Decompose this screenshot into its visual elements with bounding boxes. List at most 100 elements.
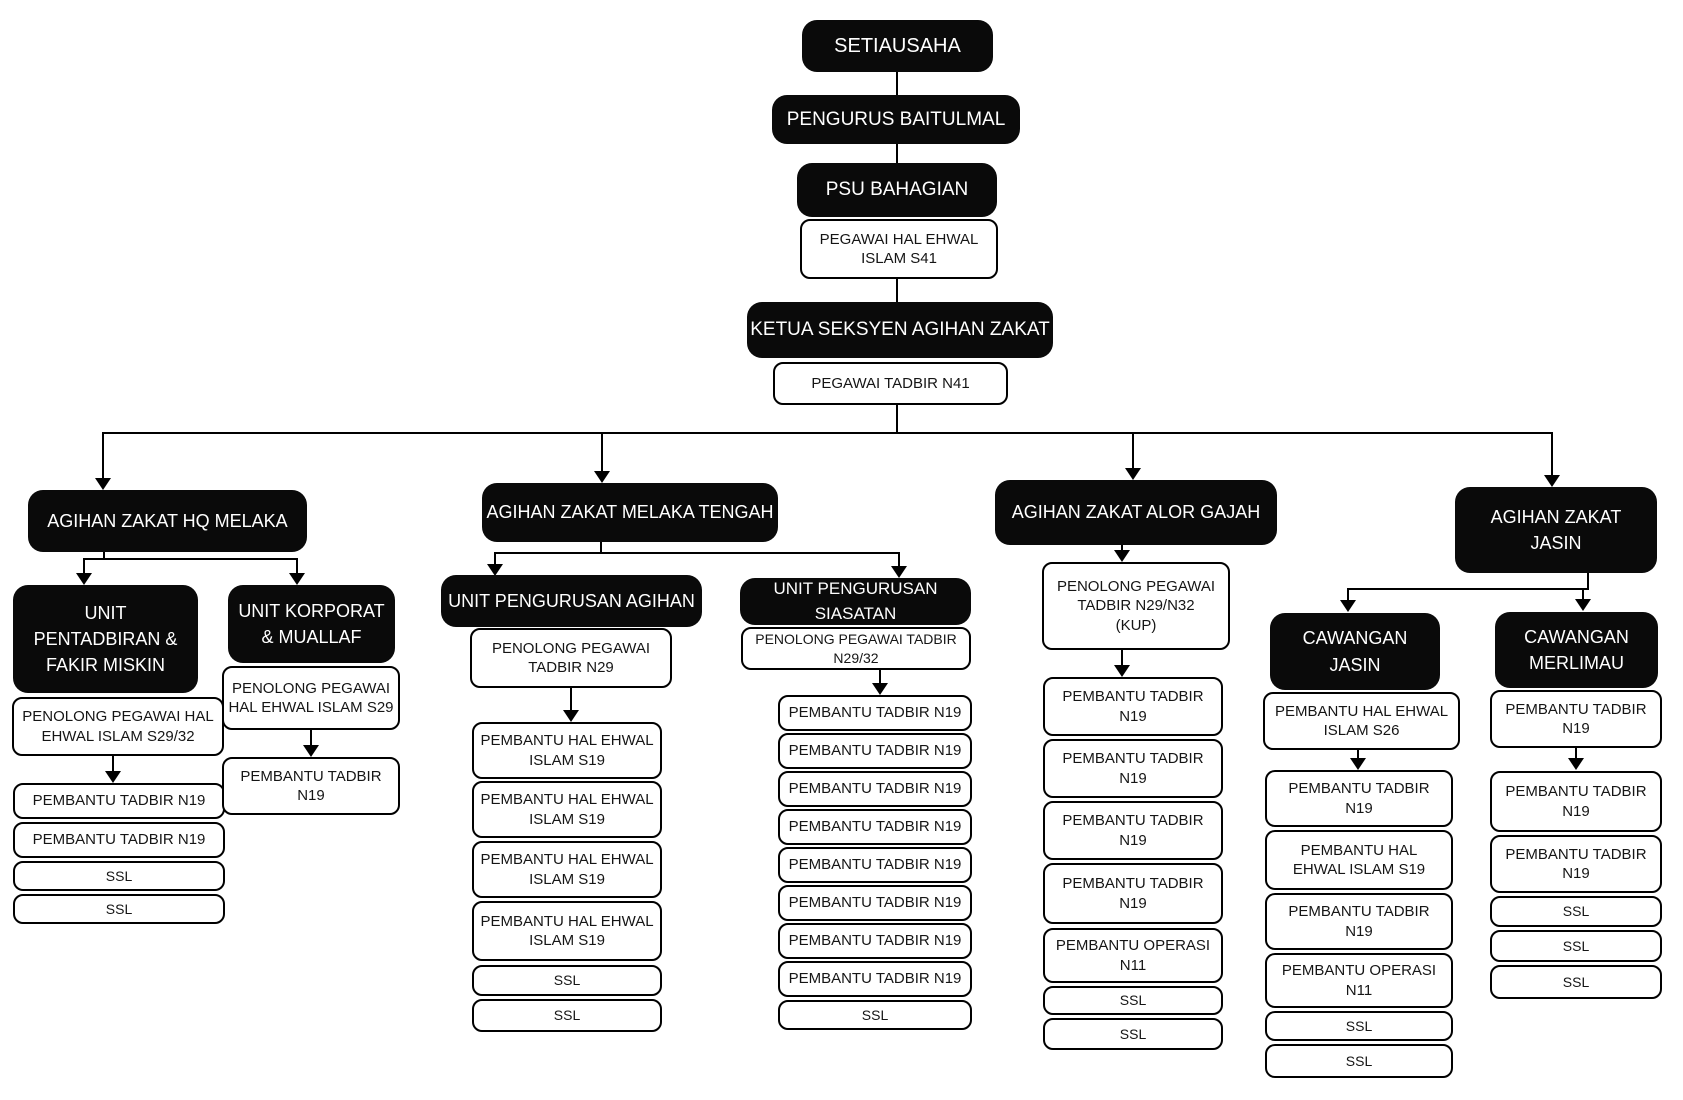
connector-line [879,670,881,684]
org-node-agihan-ssl-1: SSL [472,965,662,996]
org-node-unit-pengurusan-agihan: UNIT PENGURUSAN AGIHAN [441,575,702,627]
org-node-label: PEMBANTU TADBIR N19 [240,767,382,805]
org-node-label: PENOLONG PEGAWAI TADBIR N29/N32 (KUP) [1056,577,1216,634]
org-node-unit-pengurusan-siasatan: UNIT PENGURUSAN SIASATAN [740,578,971,625]
arrowhead-down-icon [105,771,121,783]
org-node-label: PEMBANTU TADBIR N19 [788,856,962,874]
org-node-label: PEMBANTU TADBIR N19 [1062,812,1204,849]
connector-line [103,552,105,560]
arrowhead-down-icon [95,478,111,490]
arrowhead-down-icon [594,471,610,483]
org-node-siasatan-n19-5: PEMBANTU TADBIR N19 [778,847,972,883]
org-node-label: SSL [1562,937,1590,954]
org-node-label: SSL [1562,973,1590,990]
org-node-alor-operasi-n11: PEMBANTU OPERASI N11 [1043,928,1223,983]
connector-line [310,730,312,746]
org-node-alor-n19-4: PEMBANTU TADBIR N19 [1043,863,1223,924]
connector-line [896,405,898,433]
org-node-label: PEMBANTU TADBIR N19 [1288,780,1430,817]
org-node-pengurus-baitulmal: PENGURUS BAITULMAL [772,95,1020,144]
org-node-label: SETIAUSAHA [834,34,961,57]
org-node-label: PEMBANTU TADBIR N19 [1062,688,1204,725]
org-node-siasatan-n19-1: PEMBANTU TADBIR N19 [778,695,972,731]
org-node-cmerlimau-ssl-1: SSL [1490,896,1662,927]
org-node-label: PEMBANTU TADBIR N19 [788,970,962,988]
connector-line [1587,573,1589,590]
org-node-siasatan-n19-7: PEMBANTU TADBIR N19 [778,923,972,959]
org-node-cmerlimau-n19-1: PEMBANTU TADBIR N19 [1490,690,1662,748]
org-node-ketua-seksyen-agihan-zakat: KETUA SEKSYEN AGIHAN ZAKAT [747,302,1053,358]
org-node-label: PEMBANTU TADBIR N19 [788,704,962,722]
org-node-label: PEMBANTU HAL EHWAL ISLAM S19 [480,912,654,950]
connector-line [494,552,496,565]
org-node-cawangan-merlimau: CAWANGAN MERLIMAU [1495,612,1658,688]
connector-line [494,552,900,554]
arrowhead-down-icon [303,745,319,757]
org-node-cjasin-ssl-2: SSL [1265,1044,1453,1078]
org-node-label: SSL [1345,1017,1373,1034]
org-node-cmerlimau-n19-2: PEMBANTU TADBIR N19 [1490,771,1662,832]
org-node-label: PEMBANTU OPERASI N11 [1281,962,1437,999]
arrowhead-down-icon [1544,475,1560,487]
org-node-label: SSL [105,867,133,884]
connector-line [896,144,898,164]
arrowhead-down-icon [872,683,888,695]
org-node-cjasin-ssl-1: SSL [1265,1011,1453,1041]
org-node-label: PENOLONG PEGAWAI HAL EHWAL ISLAM S29 [228,679,394,717]
org-node-alor-n19-3: PEMBANTU TADBIR N19 [1043,801,1223,860]
arrowhead-down-icon [1575,599,1591,611]
org-node-label: SSL [1345,1052,1373,1069]
org-node-cmerlimau-n19-3: PEMBANTU TADBIR N19 [1490,835,1662,893]
org-node-label: PEMBANTU TADBIR N19 [788,742,962,760]
arrowhead-down-icon [1568,758,1584,770]
connector-line [570,688,572,711]
connector-line [1575,748,1577,759]
org-node-label: PEMBANTU TADBIR N19 [1062,750,1204,787]
org-node-label: AGIHAN ZAKAT JASIN [1490,506,1622,553]
org-node-pentadbiran-n19-2: PEMBANTU TADBIR N19 [13,822,225,858]
org-node-label: PEMBANTU HAL EHWAL ISLAM S19 [480,851,654,888]
org-node-label: SSL [553,1007,581,1024]
org-node-cjasin-n19-1: PEMBANTU TADBIR N19 [1265,770,1453,827]
org-node-label: PEMBANTU TADBIR N19 [32,792,206,810]
connector-line [898,552,900,567]
org-node-cjasin-s26: PEMBANTU HAL EHWAL ISLAM S26 [1263,692,1460,750]
org-node-label: PEMBANTU TADBIR N19 [1062,875,1204,912]
connector-line [103,432,1553,434]
arrowhead-down-icon [1114,550,1130,562]
org-node-label: PEMBANTU TADBIR N19 [788,818,962,836]
connector-line [601,432,603,472]
org-node-label: PENGURUS BAITULMAL [786,108,1006,130]
org-node-label: PSU BAHAGIAN [825,179,969,201]
connector-line [102,432,104,479]
org-node-label: AGIHAN ZAKAT ALOR GAJAH [1011,502,1261,523]
org-node-label: PENOLONG PEGAWAI TADBIR N29/32 [755,631,957,666]
org-node-label: UNIT PENGURUSAN SIASATAN [773,578,938,623]
org-node-agihan-s19-4: PEMBANTU HAL EHWAL ISLAM S19 [472,901,662,961]
org-node-label: UNIT PENTADBIRAN & FAKIR MISKIN [33,602,178,676]
org-node-label: PEGAWAI TADBIR N41 [811,374,970,392]
org-node-label: PEMBANTU HAL EHWAL ISLAM S19 [480,732,654,769]
org-node-agihan-zakat-jasin: AGIHAN ZAKAT JASIN [1455,487,1657,573]
org-node-agihan-s19-3: PEMBANTU HAL EHWAL ISLAM S19 [472,841,662,898]
org-node-unit-pentadbiran-fakir-miskin: UNIT PENTADBIRAN & FAKIR MISKIN [13,585,198,693]
org-node-label: SSL [553,972,581,989]
org-node-label: SSL [1119,992,1147,1009]
org-node-korporat-n19: PEMBANTU TADBIR N19 [222,757,400,815]
org-node-cjasin-operasi-n11: PEMBANTU OPERASI N11 [1265,953,1453,1008]
org-node-cawangan-jasin: CAWANGAN JASIN [1270,613,1440,690]
connector-line [112,756,114,772]
arrowhead-down-icon [563,710,579,722]
org-node-label: PENOLONG PEGAWAI HAL EHWAL ISLAM S29/32 [22,708,214,745]
connector-line [896,72,898,96]
arrowhead-down-icon [1340,600,1356,612]
org-node-agihan-zakat-melaka-tengah: AGIHAN ZAKAT MELAKA TENGAH [482,483,778,542]
org-node-label: PEMBANTU TADBIR N19 [1505,783,1647,820]
connector-line [1132,432,1134,469]
org-node-agihan-s19-1: PEMBANTU HAL EHWAL ISLAM S19 [472,722,662,779]
org-node-label: KETUA SEKSYEN AGIHAN ZAKAT [750,319,1050,341]
org-node-label: PEMBANTU TADBIR N19 [788,894,962,912]
connector-line [1357,750,1359,759]
org-node-label: PEMBANTU HAL EHWAL ISLAM S19 [1292,841,1426,879]
